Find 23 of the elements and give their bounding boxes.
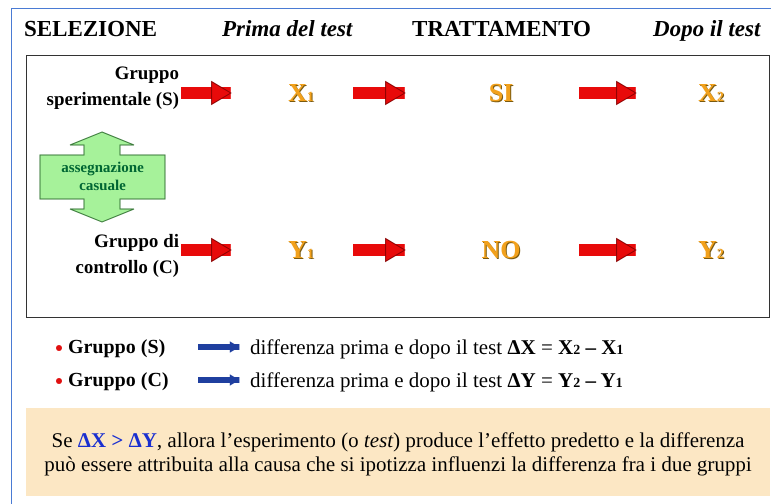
group-label: Gruppo (S) xyxy=(68,334,196,360)
arrow xyxy=(181,81,232,105)
arrow xyxy=(579,238,636,262)
group-label: Gruppo (C) xyxy=(68,367,196,393)
arrow xyxy=(353,81,406,105)
arrow xyxy=(353,238,406,262)
double-arrow-shape xyxy=(39,131,166,223)
arrow xyxy=(198,374,240,386)
column-heading: Prima del test xyxy=(222,16,352,42)
group-label: Gruppo di controllo (C) xyxy=(37,229,179,309)
column-heading: TRATTAMENTO xyxy=(412,16,591,42)
panel-box xyxy=(26,55,770,318)
column-heading: SELEZIONE xyxy=(24,16,157,42)
note-panel xyxy=(26,408,770,496)
value-label: NO xyxy=(425,228,577,272)
column-heading: Dopo il test xyxy=(653,16,760,42)
value-label: SI xyxy=(425,71,577,115)
group-label: Gruppo sperimentale (S) xyxy=(37,61,179,141)
arrow xyxy=(579,81,636,105)
note-text: Se ΔX > ΔY, allora l’esperimento (o test) produce l’effetto predetto e la differenza può essere attribuita alla causa che si ipotizza influenzi la differenza fra i due gruppi xyxy=(43,428,753,476)
shape-label: assegnazione casuale xyxy=(60,159,145,196)
arrow xyxy=(198,341,240,353)
arrow xyxy=(181,238,232,262)
